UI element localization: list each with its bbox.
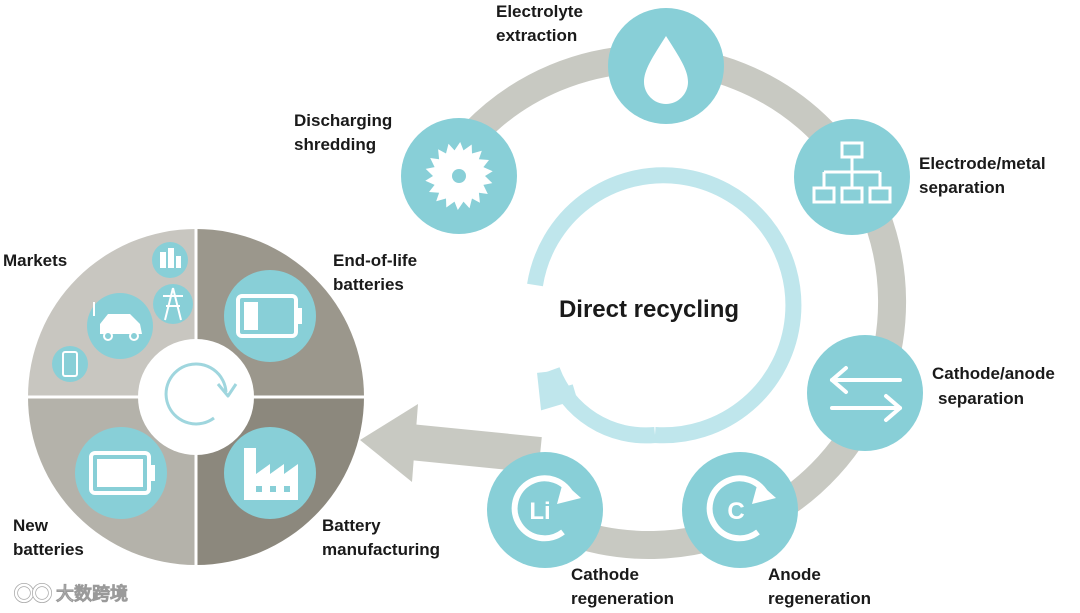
letter-li: Li: [529, 498, 550, 525]
step-label-line1: Anode: [768, 565, 821, 584]
step-cathode-anode-separation: Cathode/anode separation: [807, 335, 1055, 451]
saw-blade-icon: [425, 142, 493, 210]
wheel-hub: [138, 339, 254, 455]
hierarchy-icon: [812, 141, 892, 204]
step-label-line2: extraction: [496, 26, 577, 45]
battery-full-icon: [75, 427, 167, 519]
factory-icon: [224, 427, 316, 519]
label-manufacturing-line2: manufacturing: [322, 540, 440, 559]
step-label-line1: Cathode: [571, 565, 639, 584]
label-manufacturing-line1: Battery: [322, 516, 381, 535]
step-node: [682, 452, 798, 568]
letter-c: C: [727, 498, 744, 525]
cycle-letter-icon: Li: [511, 475, 581, 542]
step-label-line1: Electrode/metal: [919, 154, 1046, 173]
watermark-text: 大数跨境: [56, 583, 128, 605]
step-electrode-metal-separation: Electrode/metal separation: [794, 119, 1046, 235]
step-label-line1: Cathode/anode: [932, 364, 1055, 383]
swap-arrows-icon: [830, 366, 902, 422]
car-icon: [87, 293, 153, 359]
step-label-line2: shredding: [294, 135, 376, 154]
cycle-letter-icon: C: [706, 475, 776, 542]
step-node: [487, 452, 603, 568]
watermark: 大数跨境: [14, 583, 128, 605]
step-cathode-regeneration: Li Cathode regeneration: [487, 452, 674, 608]
battery-low-icon: [224, 270, 316, 362]
label-new-batteries-line2: batteries: [13, 540, 84, 559]
label-new-batteries-line1: New: [13, 516, 49, 535]
city-icon: [152, 242, 188, 278]
step-anode-regeneration: C Anode regeneration: [682, 452, 871, 608]
return-arrowhead: [360, 404, 418, 482]
step-label-line2: regeneration: [571, 589, 674, 608]
label-end-of-life-line1: End-of-life: [333, 251, 417, 270]
step-label-line1: Discharging: [294, 111, 392, 130]
label-markets: Markets: [3, 251, 67, 270]
label-end-of-life-line2: batteries: [333, 275, 404, 294]
lifecycle-wheel: Markets End-of-life batteries New batter…: [3, 229, 440, 565]
droplet-icon: [644, 36, 688, 104]
step-electrolyte-extraction: Electrolyte extraction: [496, 2, 724, 124]
step-discharging-shredding: Discharging shredding: [294, 111, 517, 234]
inner-cycle-arrow: [527, 167, 802, 444]
step-label-line2: separation: [938, 389, 1024, 408]
step-node: [807, 335, 923, 451]
phone-icon: [52, 346, 88, 382]
step-label-line2: separation: [919, 178, 1005, 197]
power-tower-icon: [153, 284, 193, 324]
watermark-logo-icon: [14, 583, 52, 603]
step-label-line2: regeneration: [768, 589, 871, 608]
step-label-line1: Electrolyte: [496, 2, 583, 21]
center-title: Direct recycling: [559, 296, 739, 323]
hub-cycle-icon: [164, 362, 238, 426]
